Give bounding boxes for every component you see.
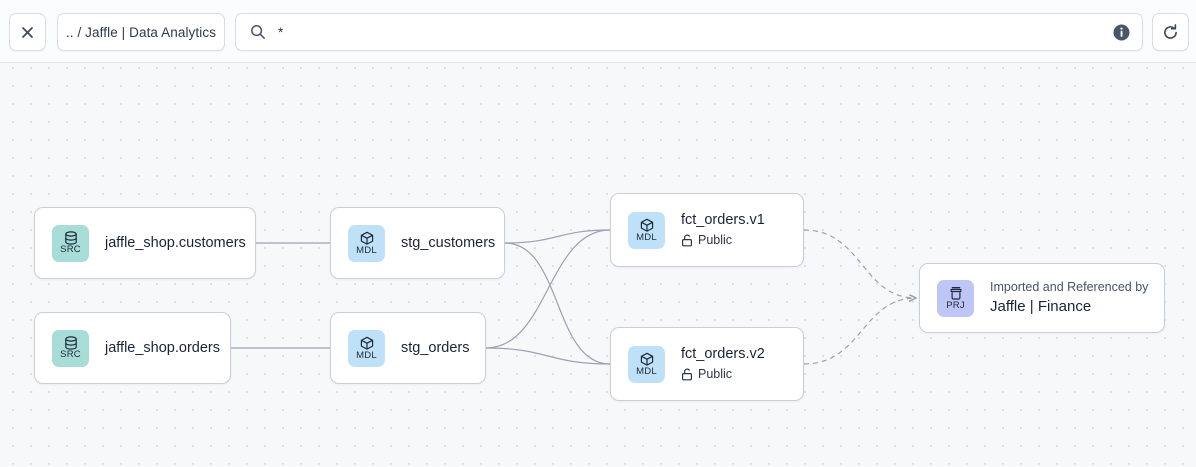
- graph-node-prj-finance[interactable]: PRJ Imported and Referenced by Jaffle | …: [919, 263, 1165, 333]
- graph-node-src-customers[interactable]: SRC jaffle_shop.customers: [34, 207, 256, 279]
- search-input[interactable]: [266, 14, 1113, 50]
- badge-label: PRJ: [946, 299, 965, 311]
- breadcrumb-label: .. / Jaffle | Data Analytics: [65, 24, 217, 40]
- graph-node-stg-orders[interactable]: MDL stg_orders: [330, 312, 486, 384]
- project-icon: [949, 286, 962, 300]
- badge-label: SRC: [60, 244, 81, 255]
- badge-mdl: MDL: [348, 224, 385, 262]
- badge-label: MDL: [356, 349, 377, 361]
- cube-icon: [360, 231, 373, 245]
- search-box[interactable]: [235, 13, 1143, 51]
- node-text: stg_customers: [401, 234, 495, 253]
- badge-mdl: MDL: [628, 345, 665, 383]
- node-visibility: Public: [681, 366, 765, 383]
- close-icon: [22, 26, 33, 38]
- unlock-icon: [682, 234, 693, 247]
- node-title: Jaffle | Finance: [990, 298, 1092, 315]
- cube-icon: [640, 352, 653, 366]
- database-icon: [64, 336, 77, 350]
- node-visibility: Public: [681, 232, 765, 249]
- database-icon: [64, 231, 77, 245]
- node-kicker: Imported and Referenced by: [990, 280, 1149, 294]
- node-title: jaffle_shop.customers: [105, 234, 246, 251]
- info-icon[interactable]: [1113, 24, 1130, 41]
- badge-label: MDL: [636, 231, 657, 243]
- visibility-label: Public: [698, 233, 733, 247]
- refresh-icon: [1164, 23, 1177, 39]
- search-icon: [251, 25, 265, 39]
- node-text: jaffle_shop.orders: [105, 339, 220, 358]
- badge-src: SRC: [52, 224, 89, 262]
- graph-node-fct-orders-v2[interactable]: MDL fct_orders.v2 Public: [610, 327, 804, 401]
- cube-icon: [640, 218, 653, 232]
- badge-label: MDL: [356, 244, 377, 256]
- badge-mdl: MDL: [628, 211, 665, 249]
- node-title: stg_customers: [401, 234, 496, 251]
- unlock-icon: [682, 368, 693, 381]
- breadcrumb[interactable]: .. / Jaffle | Data Analytics: [57, 13, 225, 51]
- visibility-label: Public: [698, 367, 733, 381]
- node-title: jaffle_shop.orders: [105, 339, 221, 356]
- badge-label: SRC: [60, 349, 81, 360]
- node-text: stg_orders: [401, 339, 470, 358]
- node-title: fct_orders.v2: [681, 346, 765, 362]
- cube-icon: [360, 336, 373, 350]
- graph-node-fct-orders-v1[interactable]: MDL fct_orders.v1 Public: [610, 193, 804, 267]
- badge-label: MDL: [636, 365, 657, 377]
- node-title: fct_orders.v1: [681, 212, 765, 228]
- node-title: stg_orders: [401, 339, 470, 356]
- close-button[interactable]: [9, 13, 46, 51]
- top-toolbar: .. / Jaffle | Data Analytics: [0, 0, 1196, 63]
- node-text: fct_orders.v1 Public: [681, 211, 765, 249]
- node-text: fct_orders.v2 Public: [681, 345, 765, 383]
- refresh-button[interactable]: [1152, 13, 1189, 51]
- badge-mdl: MDL: [348, 329, 385, 367]
- badge-src: SRC: [52, 329, 89, 367]
- badge-prj: PRJ: [937, 279, 974, 317]
- graph-node-src-orders[interactable]: SRC jaffle_shop.orders: [34, 312, 231, 384]
- node-text: Imported and Referenced by Jaffle | Fina…: [990, 279, 1148, 317]
- graph-node-stg-customers[interactable]: MDL stg_customers: [330, 207, 505, 279]
- node-text: jaffle_shop.customers: [105, 234, 246, 253]
